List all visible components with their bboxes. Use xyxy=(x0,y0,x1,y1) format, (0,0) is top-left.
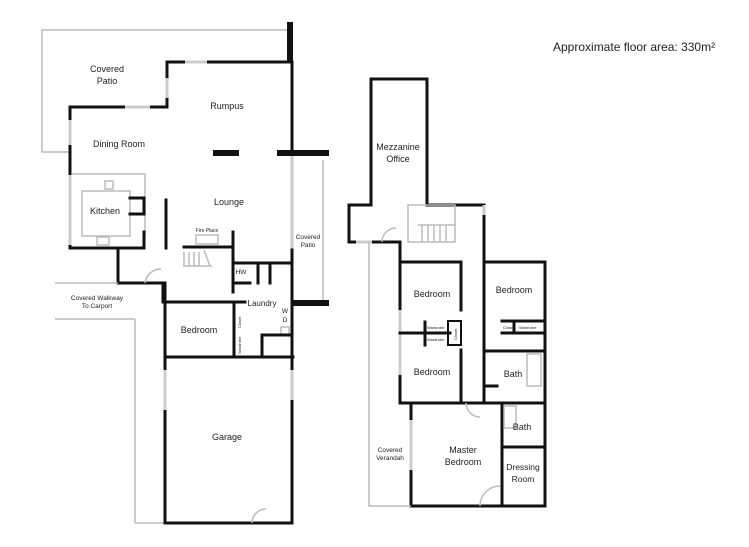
room-label-lounge: Lounge xyxy=(214,197,244,207)
washer-label: W xyxy=(282,308,289,315)
ground-floor-labels: Covered Patio Rumpus Dining Room Kitchen… xyxy=(71,64,321,442)
room-label-dining-room: Dining Room xyxy=(93,139,145,149)
room-label-master-bedroom: Master xyxy=(449,445,477,455)
room-label-covered-verandah-line2: Verandah xyxy=(376,455,404,462)
room-label-kitchen: Kitchen xyxy=(90,206,120,216)
upper-floor-labels: Mezzanine Office Bedroom Bedroom Bedroom… xyxy=(376,142,540,484)
dryer-label: D xyxy=(283,317,288,324)
room-label-bedroom: Bedroom xyxy=(181,325,218,335)
room-label-laundry: Laundry xyxy=(248,299,277,308)
room-label-mezzanine-office-line2: Office xyxy=(386,154,409,164)
room-label-wardrobe-2: Wardrobe xyxy=(427,337,445,342)
room-label-bath-2: Bath xyxy=(513,422,532,432)
room-label-garage: Garage xyxy=(212,432,242,442)
room-label-covered-walkway: Covered Walkway xyxy=(71,295,124,302)
room-label-dressing-room: Dressing xyxy=(506,462,540,472)
room-label-wardrobe-3: Wardrobe xyxy=(519,325,537,330)
room-label-wardrobe: Wardrobe xyxy=(237,336,242,354)
room-label-covered-patio-line2: Patio xyxy=(97,76,118,86)
room-label-fire-place: Fire Place xyxy=(196,228,219,234)
room-label-closet-2: Closet xyxy=(503,325,515,330)
room-label-rumpus: Rumpus xyxy=(210,101,244,111)
room-label-bath-1: Bath xyxy=(504,369,523,379)
room-label-covered-walkway-line2: To Carport xyxy=(82,303,113,310)
room-label-hw: HW xyxy=(236,269,248,276)
ground-floor xyxy=(41,22,329,525)
room-label-wardrobe-1: Wardrobe xyxy=(427,325,445,330)
room-label-covered-patio-side: Covered xyxy=(296,234,321,241)
room-label-master-bedroom-line2: Bedroom xyxy=(445,457,482,467)
room-label-covered-patio: Covered xyxy=(90,64,124,74)
room-label-covered-verandah: Covered xyxy=(378,447,403,454)
room-label-bedroom-1: Bedroom xyxy=(414,289,451,299)
room-label-covered-patio-side-line2: Patio xyxy=(301,242,316,249)
room-label-bedroom-3: Bedroom xyxy=(414,367,451,377)
covered-patio-outline xyxy=(41,29,290,153)
room-label-mezzanine-office: Mezzanine xyxy=(376,142,420,152)
room-label-closet: Closet xyxy=(237,316,242,328)
upper-floor xyxy=(347,77,547,508)
room-label-dressing-room-line2: Room xyxy=(512,474,535,484)
room-label-bedroom-2: Bedroom xyxy=(496,285,533,295)
floor-area-label: Approximate floor area: 330m² xyxy=(553,40,715,54)
room-label-closet-1: Closet xyxy=(453,328,458,340)
